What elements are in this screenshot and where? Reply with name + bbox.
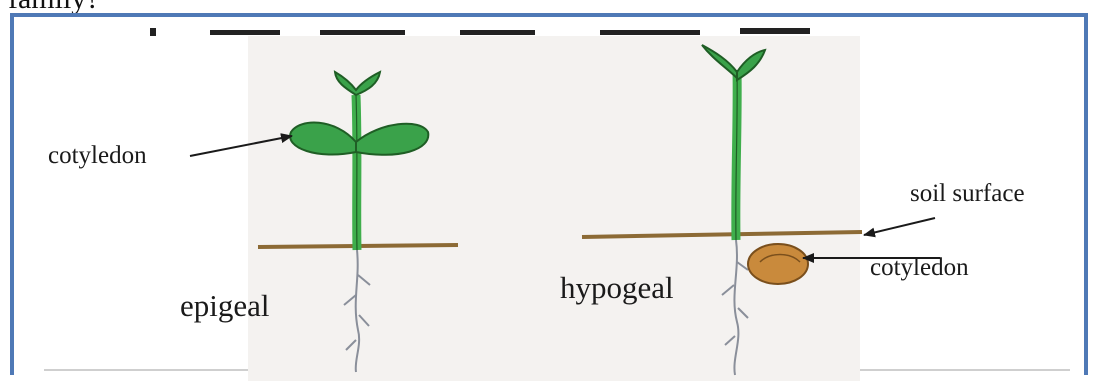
label-epigeal: epigeal <box>180 288 270 324</box>
arrow-soil-surface <box>864 218 935 235</box>
label-cotyledon-right: cotyledon <box>870 254 969 282</box>
hypogeal-cotyledon-seed <box>748 244 808 284</box>
label-soil-surface: soil surface <box>910 180 1025 208</box>
label-hypogeal: hypogeal <box>560 270 674 306</box>
label-cotyledon-left: cotyledon <box>48 142 147 170</box>
cut-off-text-strokes <box>150 28 810 36</box>
illustration-background <box>248 36 860 381</box>
